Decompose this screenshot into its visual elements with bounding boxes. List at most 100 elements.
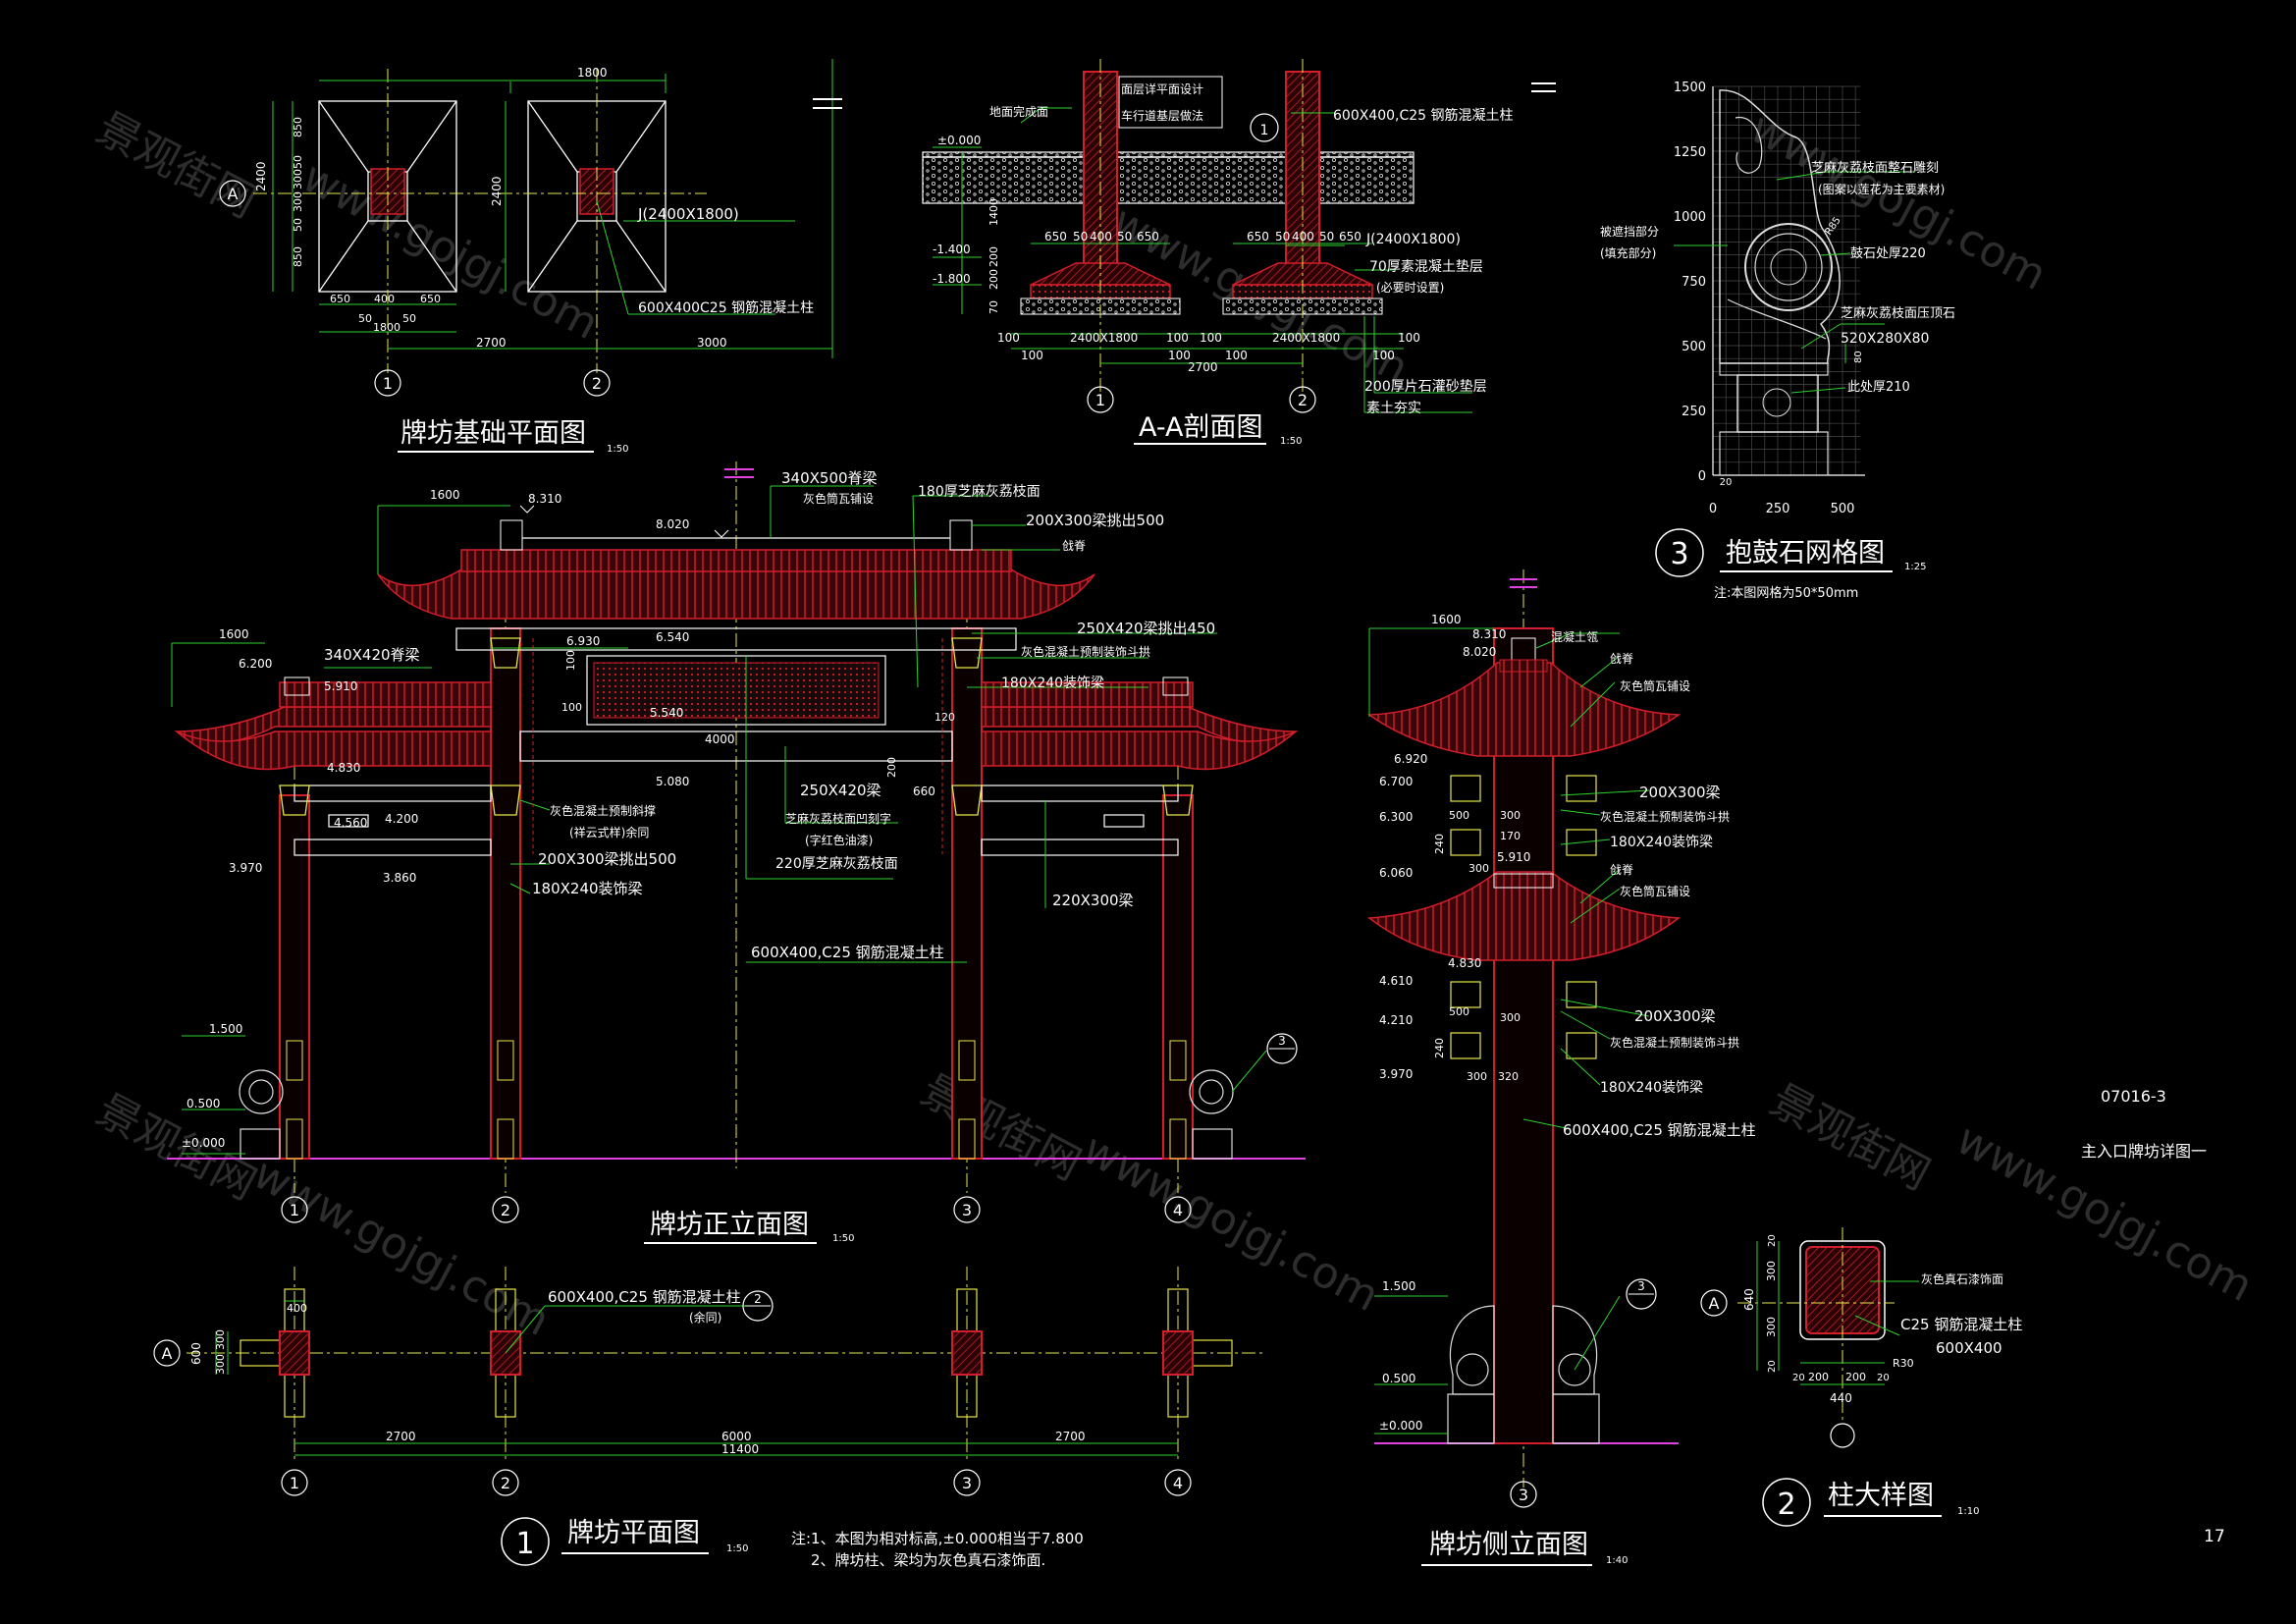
section-label: 200厚片石灌砂垫层 [1364, 379, 1487, 395]
callout: 灰色混凝土预制装饰斗拱 [1600, 809, 1730, 824]
side-elevation: 混凝土瓴 戗脊 灰色筒瓦铺设 200X300梁 灰色混凝土预制装饰斗拱 180X… [1366, 569, 1756, 1566]
dim-text: 300 [1765, 1317, 1778, 1337]
dim-text: 850 [292, 117, 304, 137]
drawing-title: 主入口牌坊详图一 [2081, 1142, 2207, 1161]
axis-label: 2 [1298, 391, 1308, 409]
elev-text: 4.830 [327, 761, 360, 775]
column [279, 794, 310, 1160]
view-title: 柱大样图 [1828, 1481, 1934, 1511]
dim-text: 2700 [476, 336, 507, 350]
dim-text: 2700 [386, 1430, 416, 1443]
watermark-url: www.gojgj.com [1075, 1124, 1387, 1322]
dim-text: 50 [1319, 230, 1334, 244]
callout: 戗脊 [1610, 863, 1633, 877]
dim-text: 120 [934, 711, 955, 724]
callout: R30 [1893, 1357, 1914, 1370]
axis-label: 2 [501, 1201, 510, 1219]
dim-text: 2700 [1188, 360, 1218, 374]
callout: 200X300梁挑出500 [538, 850, 676, 868]
watermark-text: 景观街网 [1762, 1075, 1938, 1201]
general-note: 2、牌坊柱、梁均为灰色真石漆饰面. [811, 1551, 1045, 1569]
callout: 180X240装饰梁 [1600, 1080, 1703, 1096]
view-title: 牌坊正立面图 [650, 1210, 809, 1240]
watermark-text: 景观街网 [88, 103, 264, 229]
dim-text: 500 [1449, 1005, 1469, 1018]
callout: 180X240装饰梁 [1610, 835, 1713, 850]
callout: (余同) [689, 1310, 721, 1325]
general-note: 注:1、本图为相对标高,±0.000相当于7.800 [791, 1530, 1084, 1547]
callout: 340X500脊梁 [781, 469, 878, 487]
section-label: (必要时设置) [1376, 281, 1444, 295]
dim-text: 650 [1044, 230, 1067, 244]
callout: (字红色油漆) [805, 833, 873, 847]
watermark-text: 景观街网 [88, 1085, 264, 1211]
view-scale: 1:50 [1280, 436, 1302, 447]
elev-text: -1.800 [933, 272, 971, 286]
elev-text: 4.200 [385, 812, 418, 826]
elev-text: 3.970 [229, 861, 262, 875]
section-label: 600X400,C25 钢筋混凝土柱 [1333, 107, 1514, 124]
paving-layer [922, 151, 1415, 204]
elev-text: ±0.000 [1379, 1419, 1422, 1433]
callout: 600X400 [1936, 1339, 2002, 1357]
column-plan [1162, 1330, 1194, 1376]
watermark-url: www.gojgj.com [1742, 103, 2055, 300]
dim-text: 240 [1433, 834, 1446, 854]
dim-text: 440 [1830, 1391, 1852, 1405]
dim-text: 200 [988, 269, 1000, 290]
dim-text: 200 [1808, 1371, 1829, 1383]
column-detail: 640 300 300 20 20 20 200 200 20 440 灰色真石… [1700, 1227, 2022, 1527]
dim-text: 650 [420, 293, 441, 305]
elev-text: 4.610 [1379, 974, 1413, 988]
dim-text: 100 [1166, 331, 1189, 345]
view-title: 牌坊侧立面图 [1429, 1530, 1588, 1560]
dim-text: 1800 [373, 321, 400, 334]
section-label: J(2400X1800) [1365, 232, 1461, 247]
dim-text: 200 [988, 246, 1000, 267]
dim-text: 660 [913, 785, 935, 798]
callout: 180厚芝麻灰荔枝面 [918, 484, 1041, 500]
side-roof-lower [1366, 871, 1682, 961]
elev-text: 6.930 [566, 634, 600, 648]
callout: 灰色混凝土预制斜撑 [550, 803, 656, 818]
callout: 200X300梁 [1639, 784, 1721, 801]
dim-text: 400 [1090, 230, 1112, 244]
drum-label: 鼓石处厚220 [1850, 246, 1926, 261]
dim-text: 70 [988, 300, 1000, 314]
view-scale: 1:50 [726, 1543, 748, 1554]
elev-text: 6.540 [656, 630, 689, 644]
section-label: 70厚素混凝土垫层 [1369, 259, 1483, 275]
axis-label: 3 [962, 1201, 972, 1219]
dim-text: 1400 [988, 198, 1000, 226]
dim-text: 50 [1073, 230, 1088, 244]
drum-label: 被遮挡部分 [1600, 224, 1659, 239]
callout: 混凝土瓴 [1551, 629, 1598, 644]
column [490, 627, 521, 1160]
dim-text: 240 [1433, 1038, 1446, 1058]
view-scale: 1:25 [1904, 562, 1926, 572]
axis-label: 3 [962, 1474, 972, 1492]
elev-text: ±0.000 [937, 134, 981, 147]
axis-label: 4 [1173, 1474, 1183, 1492]
axis-label: 1 [290, 1201, 299, 1219]
callout: 600X400,C25 钢筋混凝土柱 [751, 944, 944, 961]
elev-text: 0.500 [1382, 1372, 1415, 1385]
section-aa: 1 地面完成面 面层详平面设计 车行道基层做法 600X400,C25 钢筋混凝… [922, 59, 1556, 447]
axis-bubble [219, 180, 246, 207]
dim-text: 200 [885, 757, 898, 778]
elev-text: 8.020 [1463, 645, 1496, 659]
dim-text: 50 [1275, 230, 1290, 244]
dim-text: 20 [1792, 1373, 1805, 1383]
x-tick: 20 [1720, 477, 1733, 488]
dim-text: 640 [1742, 1288, 1756, 1311]
x-tick: 500 [1831, 502, 1855, 516]
dim-text: 300 [292, 191, 304, 212]
dim-text: 2400X1800 [1070, 331, 1138, 345]
view-scale: 1:10 [1957, 1506, 1979, 1517]
axis-label: A [162, 1344, 173, 1363]
elev-text: 5.910 [1497, 850, 1530, 864]
axis-label: 3 [1519, 1486, 1528, 1504]
dim-text: 20 [1767, 1234, 1778, 1247]
axis-bubble [1087, 386, 1114, 413]
